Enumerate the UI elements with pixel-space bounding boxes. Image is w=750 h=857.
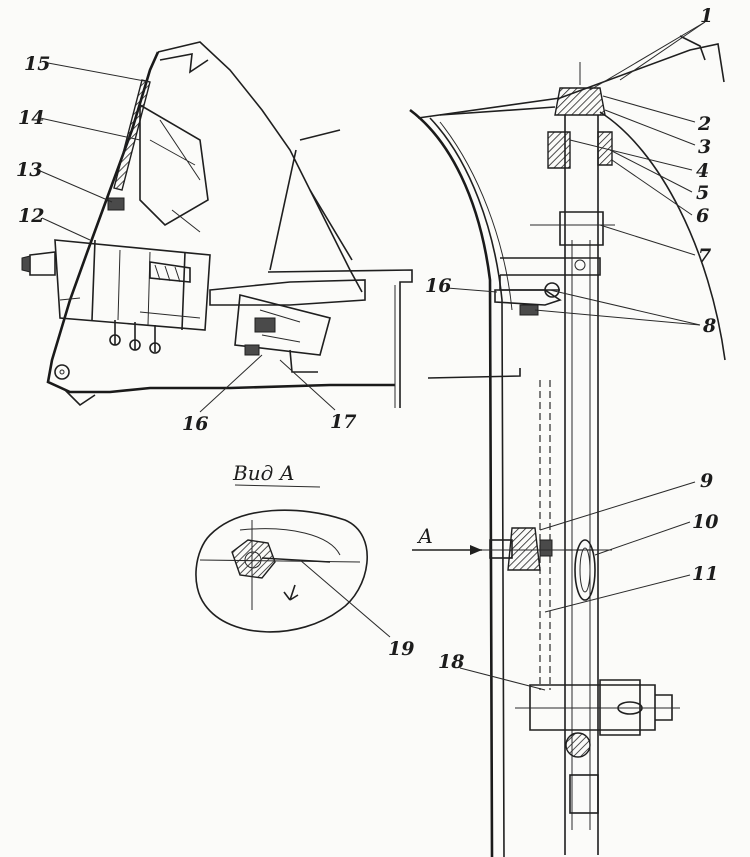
callout-5: 5: [696, 182, 709, 204]
callout-14: 14: [18, 107, 44, 129]
callout-6: 6: [696, 205, 709, 227]
right-assembly: [409, 35, 726, 857]
callout-1: 1: [700, 5, 713, 27]
left-assembly: [21, 41, 413, 408]
arrow-a-label: А: [416, 524, 433, 548]
callout-12: 12: [18, 205, 44, 227]
callout-13: 13: [16, 159, 42, 181]
callout-15: 15: [24, 53, 50, 75]
view-a-detail: [195, 509, 368, 633]
leader-lines: [37, 21, 706, 691]
callout-2: 2: [697, 113, 711, 135]
callout-10: 10: [692, 511, 718, 533]
arrow-a: [412, 545, 482, 555]
callout-8: 8: [702, 315, 716, 337]
callout-9: 9: [700, 470, 713, 492]
callout-18: 18: [438, 651, 464, 673]
callout-7: 7: [698, 245, 711, 267]
callout-16-left: 16: [182, 413, 208, 435]
callout-4: 4: [696, 160, 709, 182]
callout-16-right: 16: [425, 275, 451, 297]
view-a-label: Вид А: [232, 461, 295, 485]
callout-11: 11: [692, 563, 718, 585]
callout-17: 17: [330, 411, 356, 433]
callout-3: 3: [698, 136, 711, 158]
callout-19: 19: [388, 638, 414, 660]
